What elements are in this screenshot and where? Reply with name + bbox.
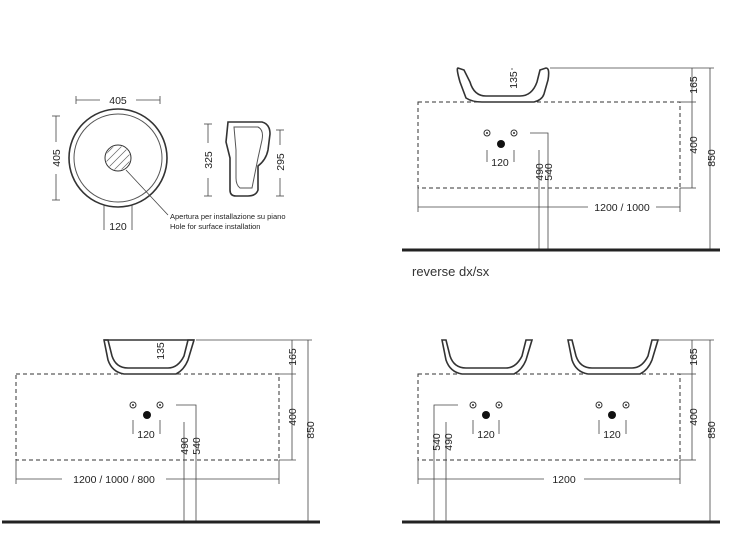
rt-width-label: 1200 / 1000 (594, 202, 650, 214)
lb-tap-hole-left (129, 401, 137, 409)
hole-note-italian: Apertura per installazione su piano (170, 212, 286, 221)
rb-right-tap-hole-right (622, 401, 630, 409)
reverse-caption: reverse dx/sx (412, 264, 490, 279)
rt-drain (497, 140, 505, 148)
rb-cabinet-height-label: 400 (688, 408, 700, 426)
lb-drain-b-label: 540 (191, 437, 203, 455)
panel-left-bottom: 120 490 540 135 165 400 850 1200 / 1000 … (2, 339, 320, 524)
lb-cabinet-height-label: 400 (287, 408, 299, 426)
lb-tap-hole-right (156, 401, 164, 409)
rb-right-drain (608, 411, 616, 419)
top-hole-label: 120 (109, 221, 127, 233)
lb-hole-spacing-label: 120 (137, 429, 155, 441)
lb-drain-a-label: 490 (179, 437, 191, 455)
rb-right-tap-hole-left (595, 401, 603, 409)
section-bowl-inner (233, 126, 263, 189)
rb-bowl-height-label: 165 (688, 348, 700, 366)
top-height-label: 405 (51, 149, 63, 167)
rt-cabinet-height-label: 400 (688, 136, 700, 154)
hole-note-english: Hole for surface installation (170, 222, 260, 231)
top-view: 405 405 120 Apertura per installazione s… (51, 95, 286, 233)
section-outer-height-label: 325 (203, 151, 215, 169)
rb-cabinet (417, 373, 681, 461)
panel-right-top: 120 490 540 135 165 400 850 1200 / 1000 (402, 67, 720, 252)
rt-hole-spacing-label: 120 (491, 157, 509, 169)
lb-width-label: 1200 / 1000 / 800 (73, 474, 155, 486)
rb-bowl-right (567, 339, 660, 375)
lb-total-height-label: 850 (305, 421, 317, 439)
lb-bowl-depth-label: 135 (155, 342, 167, 360)
panel-right-bottom: 120 120 540 490 165 400 850 1200 (402, 339, 720, 524)
rt-tap-hole-left (483, 129, 491, 137)
section-inner-height-label: 295 (275, 153, 287, 171)
rt-drain-a-label: 490 (534, 163, 546, 181)
rb-total-height-label: 850 (706, 421, 718, 439)
rb-width-label: 1200 (552, 474, 576, 486)
rb-left-tap-hole-right (495, 401, 503, 409)
rt-cabinet (417, 101, 681, 189)
rb-left-tap-hole-left (469, 401, 477, 409)
rb-bowl-left (441, 339, 534, 375)
rt-bowl (456, 67, 550, 103)
section-view: 325 295 (203, 121, 287, 197)
rb-drain-a-label: 540 (431, 433, 443, 451)
basin-inner-rim (73, 113, 163, 203)
lb-bowl-height-label: 165 (287, 348, 299, 366)
rb-left-drain (482, 411, 490, 419)
drain-hatch (106, 146, 130, 170)
lb-drain (143, 411, 151, 419)
section-bowl-outline (225, 121, 271, 197)
rt-bowl-depth-label: 135 (508, 71, 520, 89)
rb-hole-spacing-left-label: 120 (477, 429, 495, 441)
rt-total-height-label: 850 (706, 149, 718, 167)
lb-bowl (103, 339, 196, 375)
rt-bowl-height-label: 165 (688, 76, 700, 94)
rb-drain-b-label: 490 (443, 433, 455, 451)
lb-cabinet (15, 373, 280, 461)
top-width-label: 405 (109, 95, 127, 107)
rb-hole-spacing-right-label: 120 (603, 429, 621, 441)
rt-tap-hole-right (510, 129, 518, 137)
rt-drain-b-label: 540 (543, 163, 555, 181)
